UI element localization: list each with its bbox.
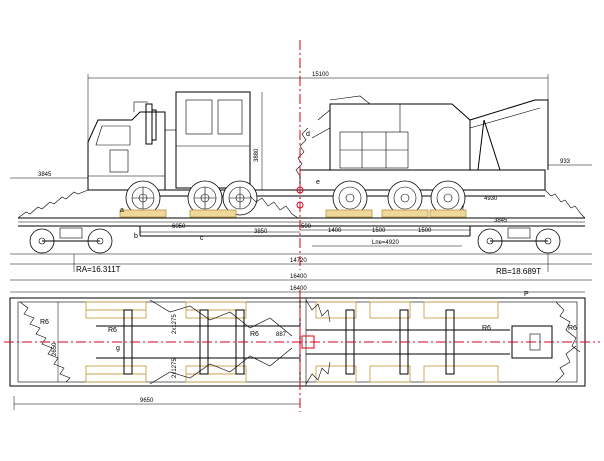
railcar-side [10,217,592,255]
dim-1400: 1400 [328,228,342,234]
dim-front-overhang: 3845 [38,172,52,178]
dim-9650: 9650 [140,398,154,404]
plan-marker-p: P [524,291,529,298]
plan-r-mid2: R6 [250,331,259,338]
bogie-left [29,227,113,254]
dim-3880: 3880 [254,148,260,162]
dim-rear-overhang: 933 [560,159,571,165]
marker-a: a [120,207,124,214]
dim-overall-top: 15100 [87,72,549,142]
plan-marker-g: g [116,345,120,352]
dim-chain-bottom: 14720 16400 [10,254,592,281]
reactions: RA=16.311T RB=18.689T [76,265,541,276]
dim-3850: 3850 [254,229,268,235]
dim-height: 3880 [254,92,263,190]
side-markers: a b c d e f [120,131,464,242]
marker-e: e [316,179,320,186]
dim-16400-top: 16400 [290,274,307,280]
plan-dims: 16400 9650 2650 2x1275 2x1275 887 [10,286,585,410]
dim-887: 887 [276,332,287,338]
rear-wheel-2 [222,180,258,216]
dim-6050: 6050 [172,224,186,230]
trailer-body [299,95,549,197]
dim-1275b: 2x1275 [172,358,178,378]
dim-1500b: 1500 [418,228,432,234]
tie-downs-side [17,127,586,219]
dim-500: 500 [301,224,312,230]
trailer-wheels [332,180,466,216]
bogie-right [477,227,561,254]
plan-center-mark [301,335,315,349]
chocks-side [119,209,467,218]
plan-tie-downs [19,299,581,385]
dim-overhangs: 3845 933 [10,159,592,179]
reaction-front: RA=16.311T [76,265,121,274]
center-line-side [296,40,304,270]
reaction-rear: RB=18.689T [496,267,541,276]
dim-14720: 14720 [290,258,307,264]
plan-r-mid1: R6 [108,327,117,334]
dim-width-left: 2650 [52,342,58,356]
dim-chain-lower: 6050 3850 500 1400 1500 1500 4930 3845 L… [140,196,508,247]
plan-r-left: R6 [40,319,49,326]
marker-d: d [306,131,310,138]
marker-b: b [134,233,138,240]
dim-16400-plan: 16400 [290,286,307,292]
truck-cab [87,91,300,197]
plan-r-right1: R6 [482,325,491,332]
dim-1500a: 1500 [372,228,386,234]
marker-c: c [200,235,204,242]
plan-labels: R6 R6 R6 R6 R6 P g [40,291,577,352]
plan-view [4,290,600,412]
marker-f: f [462,205,464,212]
dim-1275a: 2x1275 [172,314,178,334]
plan-r-right2: R6 [568,325,577,332]
dim-3845-right: 3845 [494,218,508,224]
dim-15100: 15100 [312,72,329,78]
dim-lne: Lпе=4920 [372,240,399,246]
dim-4930: 4930 [484,196,498,202]
